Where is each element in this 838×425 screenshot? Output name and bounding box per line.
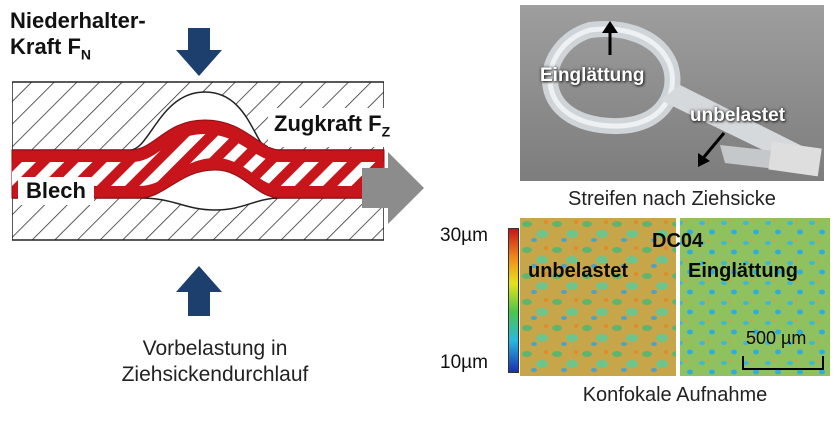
confocal-caption: Konfokale Aufnahme (582, 384, 768, 406)
photo-label-smoothing: Einglättung (540, 65, 645, 86)
normal-force-arrow (176, 28, 222, 76)
scale-bottom-label: 10µm (440, 352, 488, 373)
scale-bar (742, 368, 824, 370)
photo-label-unloaded: unbelastet (690, 105, 786, 126)
normal-force-text: Kraft F (10, 34, 81, 59)
tensile-force-subscript: Z (381, 123, 391, 140)
normal-force-label: Niederhalter- Kraft FN (10, 8, 146, 67)
normal-force-subscript: N (80, 46, 92, 63)
diagram-caption: Vorbelastung in Ziehsickendurchlauf (85, 336, 345, 388)
normal-force-line1: Niederhalter- (10, 8, 146, 33)
tensile-force-arrow (362, 152, 424, 224)
photo-arrows (602, 21, 726, 167)
strip-photo: Einglättung unbelastet (520, 5, 824, 181)
counter-force-arrow (176, 266, 222, 316)
tensile-force-label: Zugkraft FZ (268, 108, 397, 148)
diagram-caption-line1: Vorbelastung in (142, 337, 288, 360)
scale-top-label: 30µm (440, 225, 488, 246)
confocal-image: DC04 unbelastet Einglättung 500 µm (520, 218, 830, 376)
tensile-force-text: Zugkraft F (274, 111, 382, 136)
strip-photo-art (542, 21, 822, 177)
material-label: DC04 (652, 230, 704, 252)
diagram-caption-line2: Ziehsickendurchlauf (121, 363, 309, 386)
confocal-label-smoothing: Einglättung (688, 260, 798, 282)
normal-force-line2: Kraft FN (10, 34, 146, 67)
confocal-label-unloaded: unbelastet (528, 260, 629, 282)
confocal-texture (520, 218, 830, 376)
scale-bar-tick-right (822, 356, 824, 370)
scale-bar-tick-left (742, 356, 744, 370)
height-colorbar (508, 228, 519, 373)
sheet-label: Blech (18, 177, 94, 205)
photo-caption: Streifen nach Ziehsicke (568, 188, 776, 210)
scale-bar-label: 500 µm (746, 328, 807, 348)
